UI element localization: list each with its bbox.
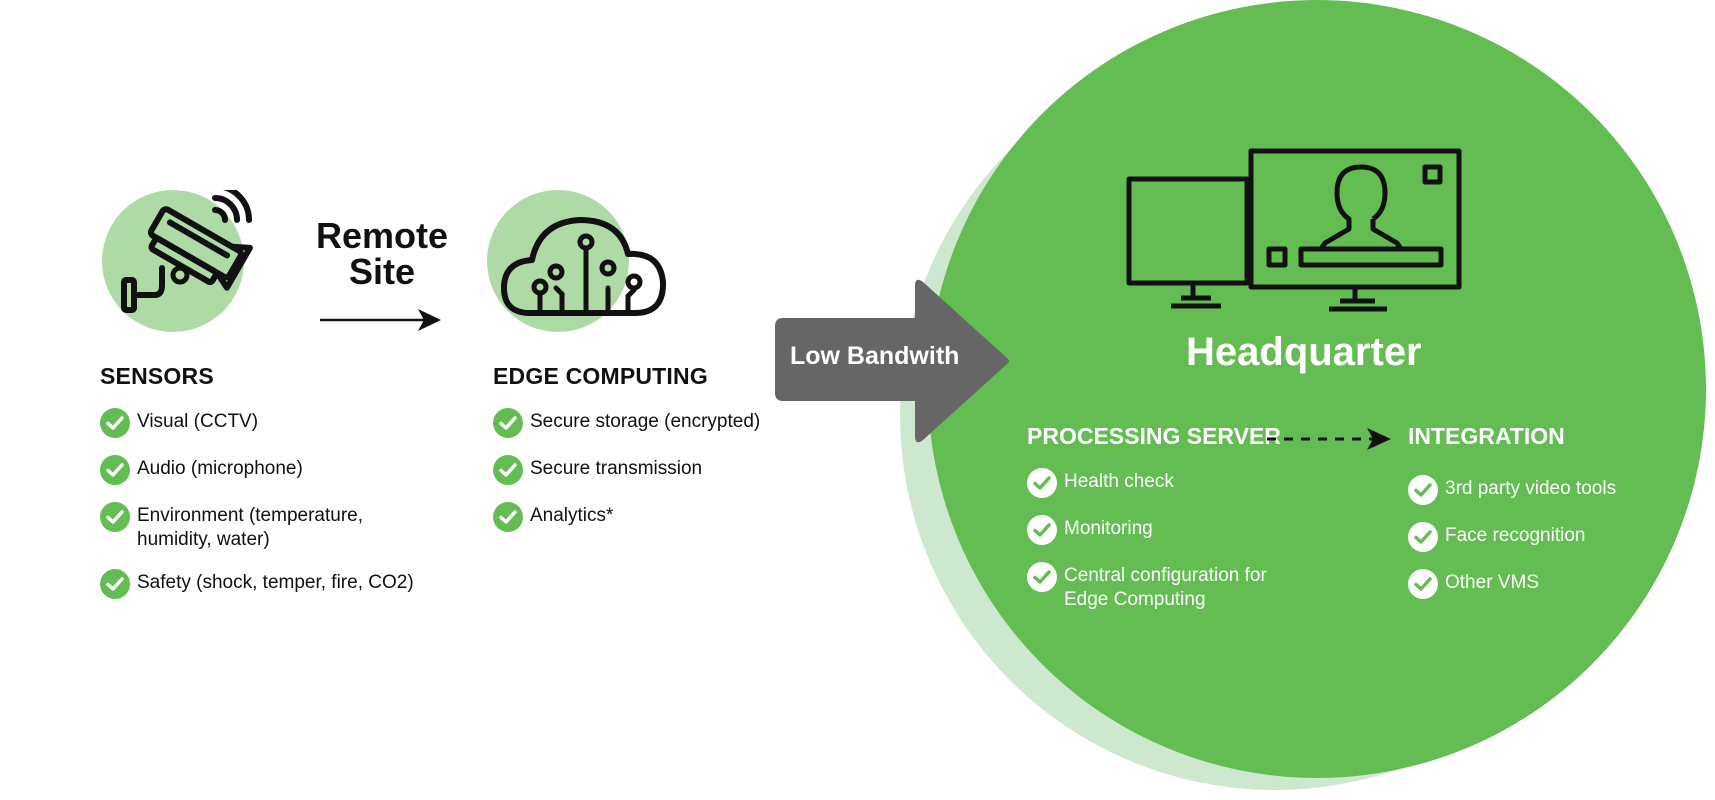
check-icon <box>1027 562 1057 592</box>
check-icon <box>100 502 130 532</box>
list-item: Visual (CCTV) <box>100 408 430 438</box>
list-item-text: Face recognition <box>1445 525 1586 546</box>
check-icon <box>1408 569 1438 599</box>
low-bandwidth-label: Low Bandwith <box>790 342 960 370</box>
remote-site-title: Remote Site <box>302 218 462 290</box>
check-icon <box>1408 522 1438 552</box>
list-item-text: Analytics* <box>530 505 614 526</box>
processing-server-title: PROCESSING SERVER <box>1027 423 1281 449</box>
list-item-text: Other VMS <box>1445 572 1539 593</box>
check-icon <box>493 408 523 438</box>
headquarter-title: Headquarter <box>1186 330 1422 374</box>
remote-site-title-line1: Remote <box>315 215 449 256</box>
check-icon <box>1027 468 1057 498</box>
processing-server-list: Health check Monitoring Central configur… <box>1027 468 1297 631</box>
list-item: Analytics* <box>493 502 793 532</box>
list-item: Secure transmission <box>493 455 793 485</box>
list-item: Face recognition <box>1408 522 1658 552</box>
list-item: Environment (temperature, humidity, wate… <box>100 502 430 552</box>
list-item: Secure storage (encrypted) <box>493 408 793 438</box>
list-item-text: Secure transmission <box>530 458 703 479</box>
sensors-list: Visual (CCTV) Audio (microphone) Environ… <box>100 408 430 618</box>
integration-list: 3rd party video tools Face recognition O… <box>1408 475 1658 618</box>
check-icon <box>100 408 130 438</box>
list-item-text: Audio (microphone) <box>137 458 303 479</box>
list-item-text: Monitoring <box>1064 518 1153 539</box>
check-icon <box>493 502 523 532</box>
list-item: 3rd party video tools <box>1408 475 1658 505</box>
headquarter-circle <box>928 0 1706 778</box>
check-icon <box>493 455 523 485</box>
list-item: Central configuration for Edge Computing <box>1027 562 1297 612</box>
list-item: Other VMS <box>1408 569 1658 599</box>
integration-title: INTEGRATION <box>1408 423 1565 449</box>
list-item: Monitoring <box>1027 515 1297 545</box>
check-icon <box>1027 515 1057 545</box>
list-item: Health check <box>1027 468 1297 498</box>
sensors-title: SENSORS <box>100 363 214 389</box>
low-bandwidth-arrow <box>775 279 1009 443</box>
list-item-text: Environment (temperature, humidity, wate… <box>137 505 363 550</box>
edge-computing-title: EDGE COMPUTING <box>493 363 708 389</box>
cloud-circuit-icon <box>501 217 667 316</box>
list-item: Audio (microphone) <box>100 455 430 485</box>
list-item-text: 3rd party video tools <box>1445 478 1617 499</box>
list-item-text: Central configuration for Edge Computing <box>1064 565 1267 610</box>
check-icon <box>1408 475 1438 505</box>
list-item-text: Visual (CCTV) <box>137 411 259 432</box>
list-item-text: Safety (shock, temper, fire, CO2) <box>137 572 414 593</box>
edge-computing-list: Secure storage (encrypted) Secure transm… <box>493 408 793 551</box>
check-icon <box>100 569 130 599</box>
list-item-text: Health check <box>1064 471 1174 492</box>
remote-site-title-line2: Site <box>348 251 416 292</box>
monitors-icon <box>1126 148 1462 312</box>
processing-to-integration-arrow <box>1267 428 1391 450</box>
remote-site-arrow <box>320 309 441 331</box>
list-item: Safety (shock, temper, fire, CO2) <box>100 569 430 599</box>
list-item-text: Secure storage (encrypted) <box>530 411 761 432</box>
check-icon <box>100 455 130 485</box>
security-camera-icon <box>121 190 253 313</box>
